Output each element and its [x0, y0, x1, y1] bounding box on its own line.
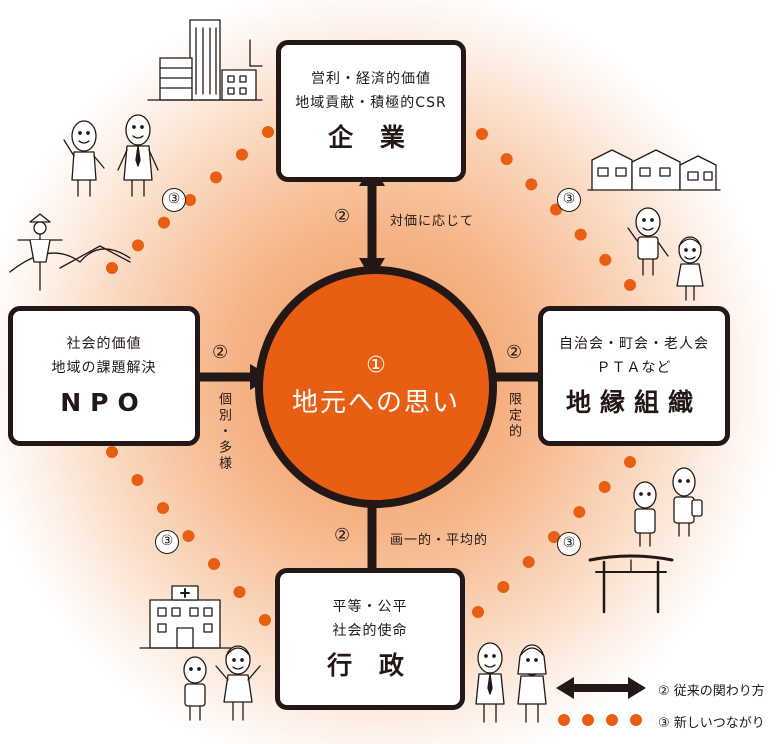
center-circle: ① 地元への思い — [255, 266, 497, 508]
box-community-title: 地縁組織 — [565, 388, 702, 417]
connection-dot — [574, 228, 587, 241]
box-npo-title: NPO — [60, 388, 148, 417]
box-company-line2: 地域貢献・積極的CSR — [295, 95, 447, 111]
connection-dot — [158, 216, 170, 229]
link-left-label: 個別・多様 — [216, 392, 231, 472]
connection-dot — [598, 481, 611, 493]
connection-dot — [157, 502, 169, 514]
row-houses-illustration — [587, 149, 721, 191]
box-community-line2: ＰＴＡなど — [596, 360, 672, 376]
connection-dot — [472, 606, 484, 618]
connection-dot — [132, 239, 144, 252]
connection-dot — [262, 126, 274, 138]
legend-arrow-label: ② 従来の関わり方 — [658, 684, 765, 699]
scarecrow-illustration — [9, 213, 131, 291]
hospital-illustration — [139, 585, 233, 649]
box-npo-line2: 地域の課題解決 — [51, 360, 157, 376]
students-illustration — [633, 467, 703, 547]
connection-dot — [233, 586, 246, 598]
legend-dots-icon — [558, 714, 642, 726]
link-right-number: ② — [506, 342, 524, 363]
connection-dot — [500, 153, 513, 166]
connection-dot — [522, 556, 535, 568]
box-company: 営利・経済的価値 地域貢献・積極的CSR 企 業 — [276, 40, 466, 182]
business-people-illustration — [63, 114, 159, 197]
box-npo-line1: 社会的価値 — [66, 336, 142, 352]
connection-dot — [106, 262, 118, 274]
connection-dot — [236, 148, 248, 161]
box-npo: 社会的価値 地域の課題解決 NPO — [8, 306, 200, 446]
center-text: 地元への思い — [291, 388, 460, 418]
box-company-title: 企 業 — [328, 123, 414, 152]
box-company-line1: 営利・経済的価値 — [311, 71, 431, 87]
network-marker-top-right: ③ — [557, 188, 581, 212]
connection-dot — [259, 614, 271, 626]
connection-dot — [624, 456, 636, 468]
box-government-line1: 平等・公平 — [332, 599, 408, 615]
network-marker-bottom-left: ③ — [155, 530, 179, 554]
link-right-label: 限定的 — [506, 392, 521, 440]
link-top-label: 対価に応じて — [390, 214, 475, 229]
connection-dots — [106, 126, 636, 626]
torii-gate-illustration — [588, 554, 674, 614]
center-number: ① — [366, 353, 386, 378]
link-top-number: ② — [334, 206, 352, 227]
connection-dot — [599, 253, 612, 266]
family-illustration — [183, 645, 261, 721]
connection-dot — [182, 530, 195, 542]
box-government-title: 行 政 — [327, 651, 413, 680]
network-marker-top-left: ③ — [162, 188, 186, 212]
connection-dot — [210, 171, 222, 184]
office-buildings-illustration — [147, 19, 263, 101]
connection-dot — [184, 194, 196, 206]
connection-dot — [573, 506, 586, 518]
connection-dot — [131, 474, 144, 486]
connection-dot — [525, 178, 538, 191]
link-left-number: ② — [212, 342, 230, 363]
connection-dot — [208, 558, 220, 570]
link-bottom-number: ② — [334, 525, 352, 546]
officials-illustration — [475, 642, 547, 723]
connection-dot — [497, 581, 510, 593]
box-government: 平等・公平 社会的使命 行 政 — [275, 568, 465, 710]
network-marker-bottom-right: ③ — [557, 532, 581, 556]
children-illustration — [627, 207, 704, 301]
legend-dots-label: ③ 新しいつながり — [658, 716, 765, 731]
connection-dot — [106, 446, 118, 458]
link-bottom-label: 画一的・平均的 — [390, 533, 489, 548]
box-community: 自治会・町会・老人会 ＰＴＡなど 地縁組織 — [538, 306, 730, 446]
connection-dot — [624, 279, 636, 291]
legend-arrow-icon — [556, 677, 646, 699]
box-community-line1: 自治会・町会・老人会 — [559, 336, 709, 352]
connection-dot — [476, 128, 488, 140]
box-government-line2: 社会的使命 — [332, 623, 408, 639]
